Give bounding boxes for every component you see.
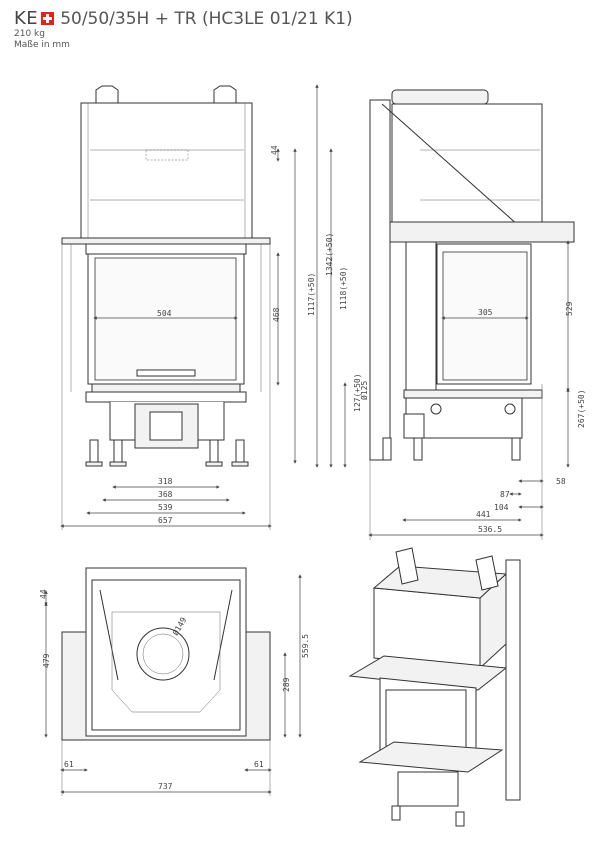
side-dim-529: 529 [565,301,574,316]
top-dim-44: 44 [39,589,48,599]
front-dim-539: 539 [158,503,173,512]
title-row: KE 50/50/35H + TR (HC3LE 01/21 K1) [14,8,353,29]
front-handle-left [95,85,119,105]
top-dim-289: 289 [282,677,291,692]
side-dim-dia125: Ø125 [359,381,369,400]
top-dim-61-right: 61 [254,760,264,769]
front-top-body [80,102,253,239]
side-dim-1118: 1118(+50) [339,267,348,310]
side-column [369,99,391,461]
side-dim-305: 305 [478,308,493,317]
front-handle-right [213,85,237,105]
side-dim-536: 536.5 [478,525,502,534]
top-dim-559: 559.5 [301,634,310,658]
side-dim-1342: 1342(+50) [325,233,334,276]
top-view: 44 Ø149 479 559.5 289 61 61 737 [39,567,310,796]
front-dim-504: 504 [157,309,172,318]
side-dim-441: 441 [476,510,491,519]
side-dim-104: 104 [494,503,509,512]
side-dim-127: 127(+50) [353,373,362,412]
front-flange [61,237,271,245]
front-dim-1117: 1117(+50) [307,273,316,316]
units-label: Maße in mm [14,40,70,50]
side-top-body [391,103,543,239]
header: KE 50/50/35H + TR (HC3LE 01/21 K1) 210 k… [14,8,353,51]
iso-top-body-front [373,587,481,669]
front-dim-318: 318 [158,477,173,486]
side-dim-58: 58 [556,477,566,486]
swiss-flag-icon [41,12,55,25]
front-view: 44 504 468 1117(+50) 318 368 539 657 [60,85,316,530]
side-dim-267: 267(+50) [577,389,586,428]
model-title: 50/50/35H + TR (HC3LE 01/21 K1) [60,8,353,29]
top-dim-61-left: 61 [64,760,74,769]
front-dim-44: 44 [270,145,279,155]
side-view: 1342(+50) 1118(+50) 127(+50) Ø125 305 52… [315,84,586,540]
brand-name: KE [14,8,39,29]
flue-outlet [136,627,190,681]
weight-label: 210 kg [14,29,45,39]
front-dim-657: 657 [158,516,173,525]
top-dim-737: 737 [158,782,173,791]
isometric-view [348,547,521,827]
front-dim-368: 368 [158,490,173,499]
side-dim-87: 87 [500,490,510,499]
front-dim-468: 468 [272,307,281,322]
top-dim-479: 479 [42,653,51,668]
